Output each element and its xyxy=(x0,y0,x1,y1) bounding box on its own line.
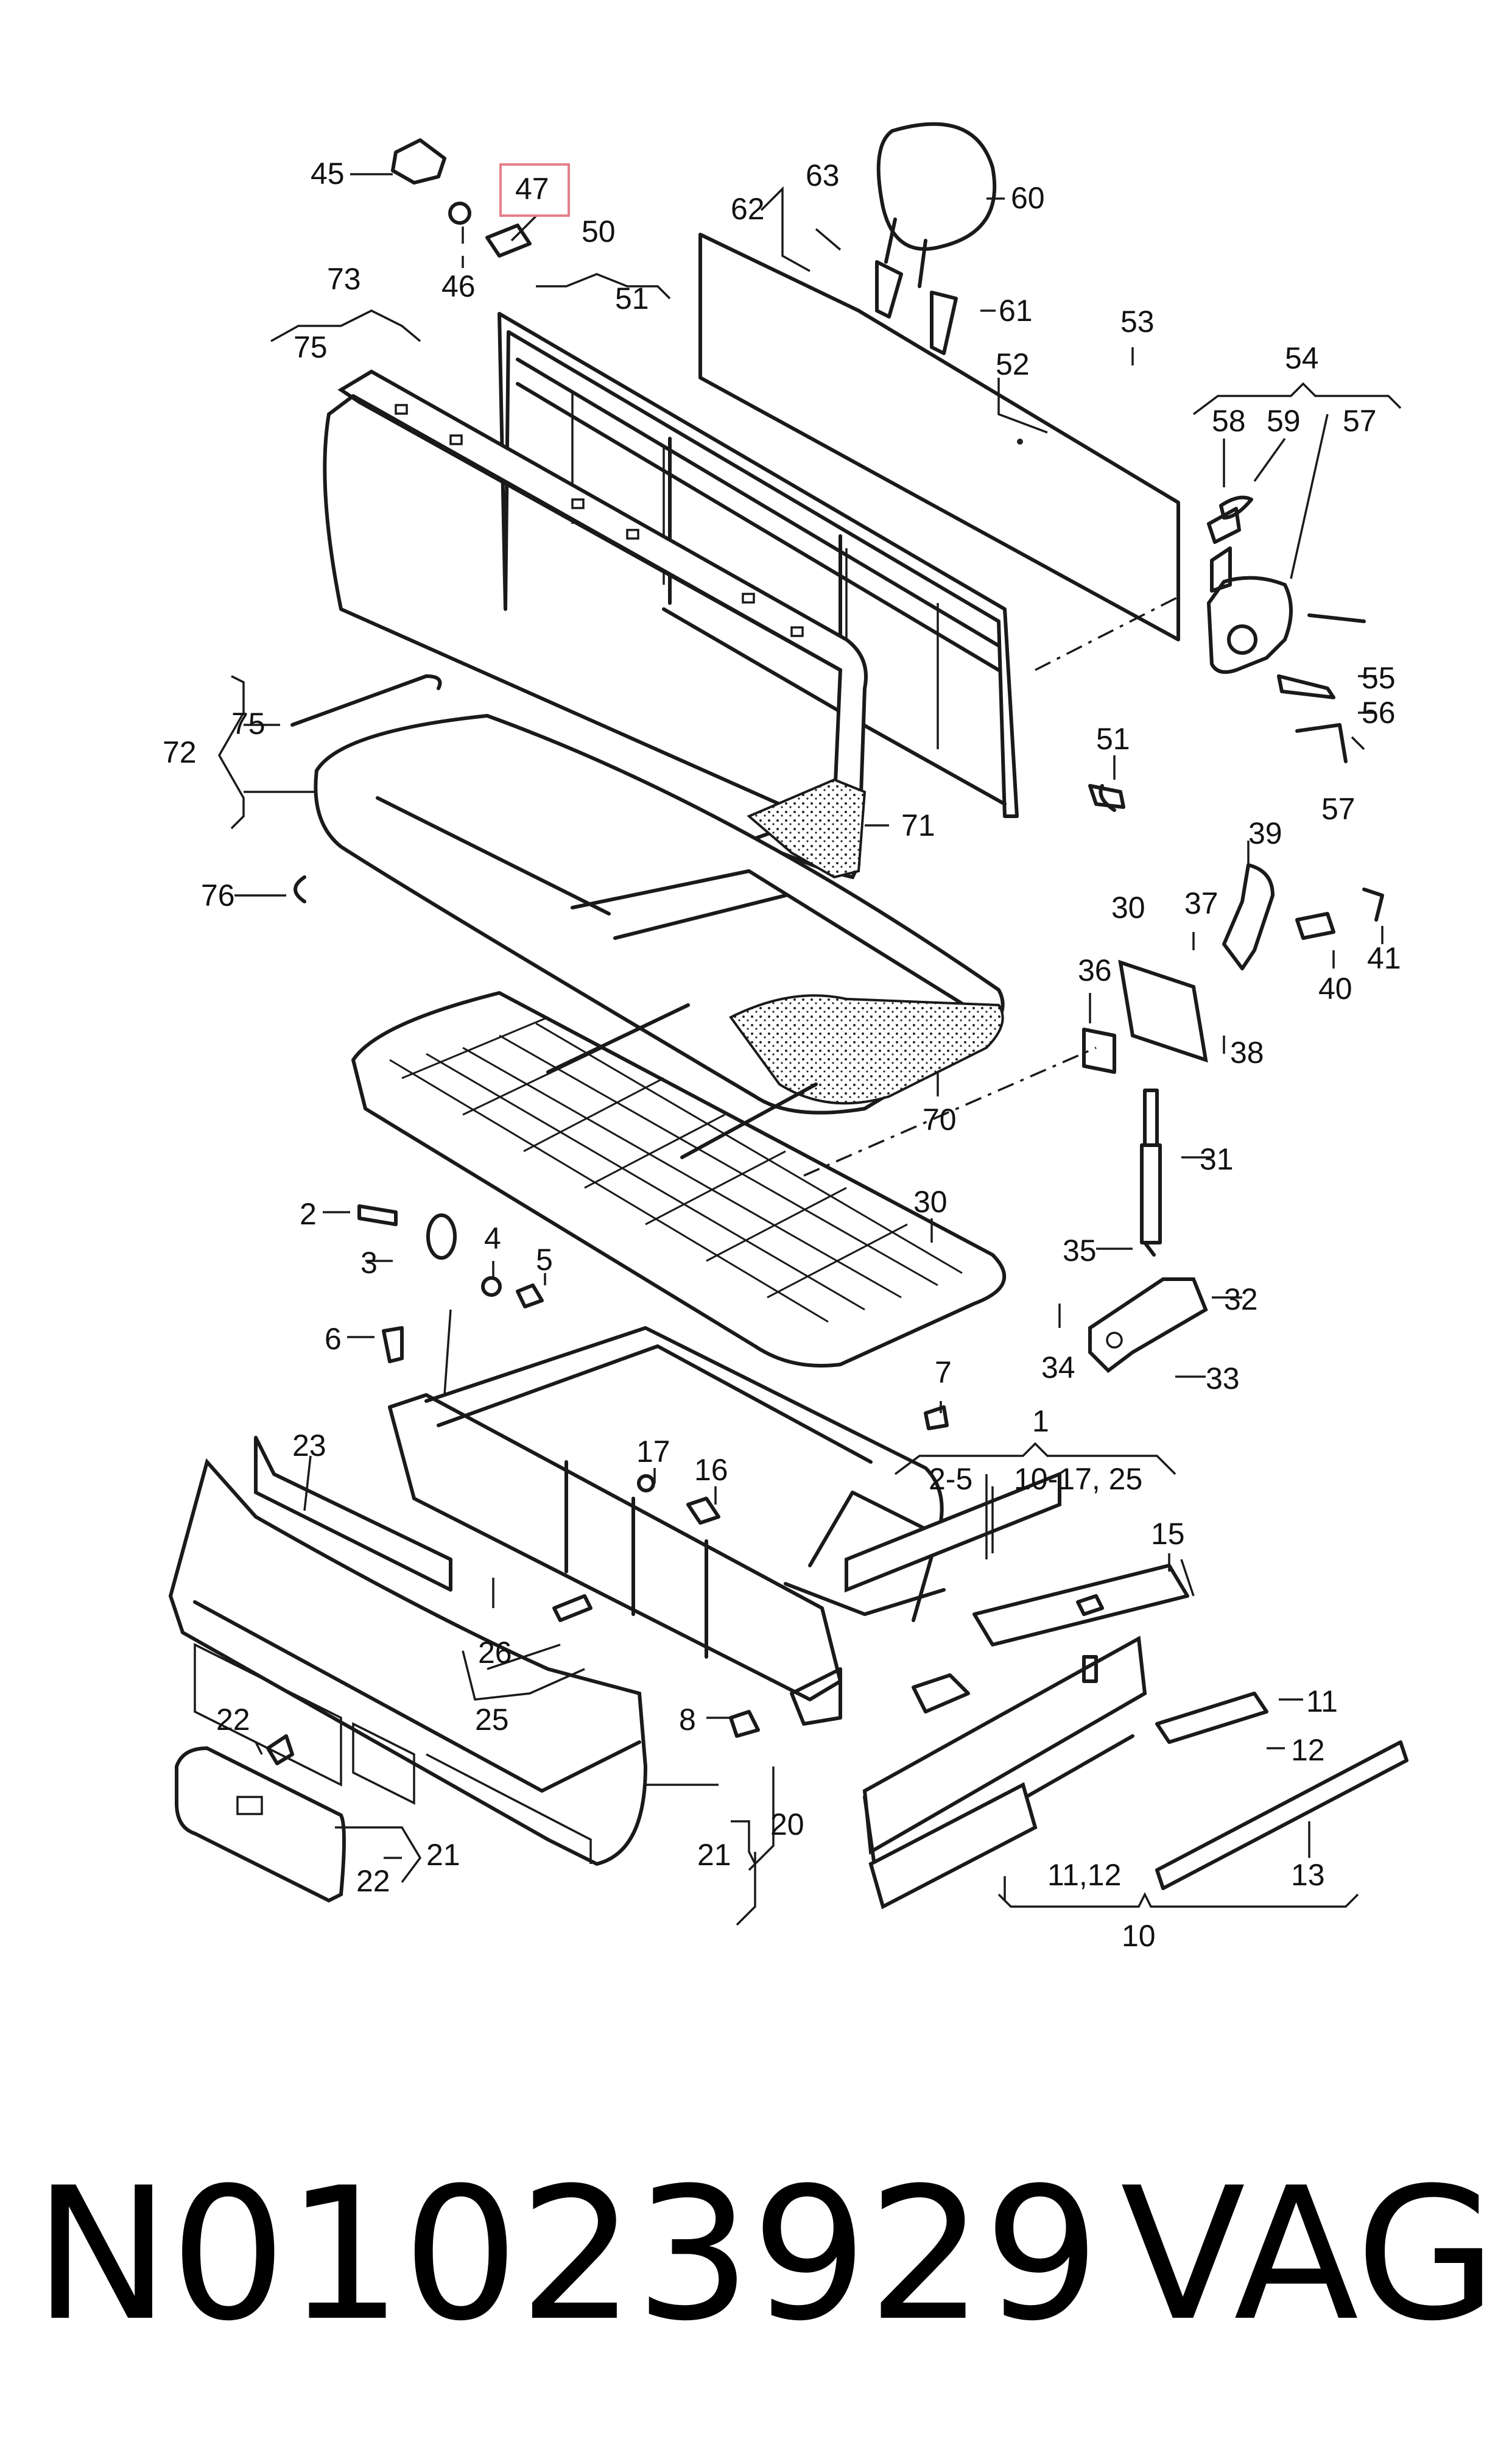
brand-text: VAG xyxy=(1120,2148,1497,2361)
label-30-mid: 30 xyxy=(913,1185,948,1219)
label-72: 72 xyxy=(163,735,197,769)
label-38: 38 xyxy=(1230,1036,1264,1070)
headrest xyxy=(875,122,997,355)
label-75-top: 75 xyxy=(294,330,328,364)
label-53: 53 xyxy=(1120,305,1155,339)
label-1: 1 xyxy=(1032,1404,1049,1438)
label-75-mid: 75 xyxy=(231,707,265,741)
label-70: 70 xyxy=(923,1103,957,1137)
label-20: 20 xyxy=(770,1807,804,1841)
label-26: 26 xyxy=(478,1636,512,1670)
seat-base xyxy=(168,1436,648,1866)
label-3: 3 xyxy=(360,1246,378,1280)
label-5: 5 xyxy=(536,1243,553,1277)
label-62: 62 xyxy=(731,192,765,226)
label-22-top: 22 xyxy=(216,1703,250,1737)
label-17: 17 xyxy=(636,1435,670,1469)
label-46: 46 xyxy=(441,269,476,303)
label-36: 36 xyxy=(1078,953,1112,987)
label-range-10-17-25: 10-17, 25 xyxy=(1014,1462,1142,1496)
hardware xyxy=(290,138,1116,1738)
slide-rail xyxy=(862,1564,1408,1910)
backrest-frame xyxy=(498,312,1019,818)
label-13: 13 xyxy=(1291,1858,1325,1892)
label-4: 4 xyxy=(484,1221,501,1255)
guide-rail xyxy=(845,1471,1061,1593)
label-71: 71 xyxy=(901,808,935,842)
label-15: 15 xyxy=(1151,1517,1185,1551)
cover-plate xyxy=(175,1734,346,1903)
label-51-bottom: 51 xyxy=(1096,722,1130,756)
label-63: 63 xyxy=(806,158,840,192)
label-47: 47 xyxy=(515,172,549,206)
hinge-assembly xyxy=(1088,495,1366,809)
label-56: 56 xyxy=(1362,696,1396,730)
label-52: 52 xyxy=(996,347,1030,381)
label-8: 8 xyxy=(679,1703,696,1737)
label-61: 61 xyxy=(999,294,1033,328)
label-57-top: 57 xyxy=(1343,404,1377,438)
bracket-rail xyxy=(1082,863,1384,1074)
label-54: 54 xyxy=(1285,341,1319,375)
label-59: 59 xyxy=(1267,404,1301,438)
recliner-lever xyxy=(1088,1277,1208,1373)
label-11-12: 11,12 xyxy=(1047,1858,1121,1892)
leader-lines xyxy=(217,173,1402,1926)
seat-cushion xyxy=(314,713,1005,1115)
label-73: 73 xyxy=(327,262,361,296)
highlight-box-47 xyxy=(499,163,570,217)
label-34: 34 xyxy=(1041,1350,1075,1385)
label-58: 58 xyxy=(1212,404,1246,438)
label-21-right: 21 xyxy=(697,1838,731,1872)
part-number-text: N01023929 xyxy=(33,2148,1100,2361)
label-7: 7 xyxy=(935,1355,952,1389)
label-10: 10 xyxy=(1122,1919,1156,1953)
backrest-cushion xyxy=(323,369,868,880)
label-33: 33 xyxy=(1206,1361,1240,1396)
callout-labels: 45 47 46 50 51 73 75 62 63 60 61 52 53 5… xyxy=(163,157,1401,1953)
label-2: 2 xyxy=(300,1197,317,1231)
label-6: 6 xyxy=(325,1322,342,1356)
label-45: 45 xyxy=(311,157,345,191)
label-41: 41 xyxy=(1367,941,1401,975)
label-60: 60 xyxy=(1011,181,1045,215)
back-panel xyxy=(698,233,1180,671)
label-39: 39 xyxy=(1248,816,1282,850)
label-40: 40 xyxy=(1318,972,1352,1006)
seat-grid-frame xyxy=(351,991,1097,1368)
label-23: 23 xyxy=(292,1428,326,1463)
label-55: 55 xyxy=(1362,661,1396,695)
label-30-top: 30 xyxy=(1111,891,1145,925)
label-21-left: 21 xyxy=(426,1838,460,1872)
label-57-bottom: 57 xyxy=(1321,792,1356,826)
label-31: 31 xyxy=(1200,1142,1234,1176)
label-22-bottom: 22 xyxy=(356,1864,390,1898)
label-51-top: 51 xyxy=(615,281,649,316)
label-16: 16 xyxy=(694,1453,728,1487)
gas-strut xyxy=(1140,1089,1162,1257)
label-76: 76 xyxy=(201,878,235,912)
label-32: 32 xyxy=(1224,1282,1258,1316)
label-12: 12 xyxy=(1291,1733,1325,1767)
label-range-2-5: 2-5 xyxy=(929,1462,972,1496)
label-37: 37 xyxy=(1184,886,1218,920)
label-50: 50 xyxy=(582,214,616,249)
label-35: 35 xyxy=(1063,1234,1097,1268)
label-25: 25 xyxy=(475,1703,509,1737)
label-11: 11 xyxy=(1306,1684,1338,1718)
